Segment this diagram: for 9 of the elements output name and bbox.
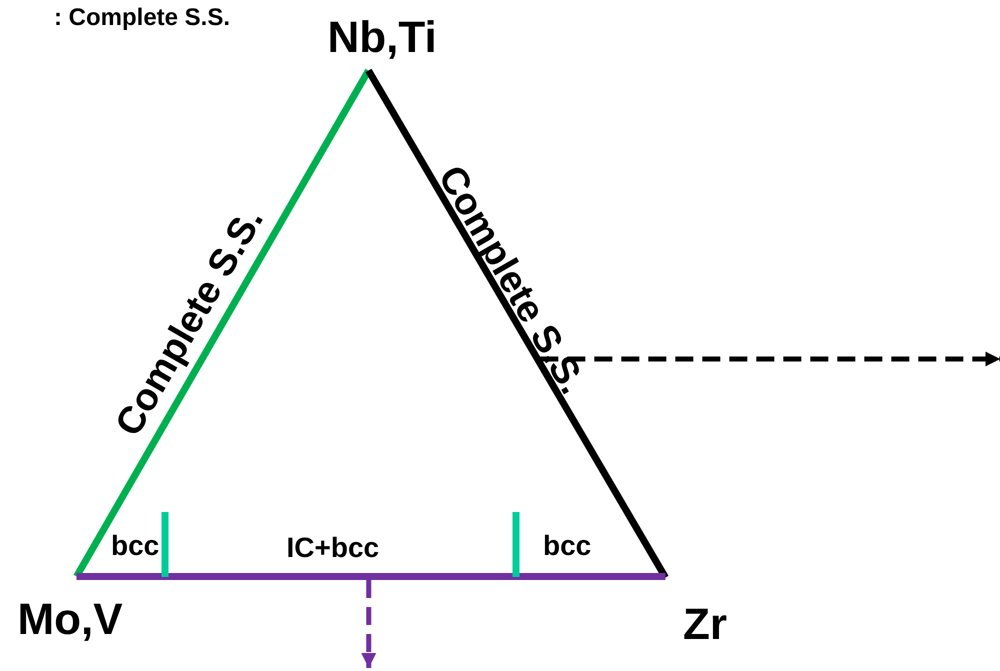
vertex-label: Zr bbox=[683, 603, 727, 647]
phase-label: bcc bbox=[543, 532, 592, 560]
phase-label: bcc bbox=[111, 532, 160, 560]
vertex-label: Mo,V bbox=[18, 598, 123, 642]
vertex-label: Nb,Ti bbox=[328, 16, 437, 60]
legend-text: : Complete S.S. bbox=[54, 6, 230, 30]
phase-label: IC+bcc bbox=[286, 534, 380, 562]
dashed-arrow bbox=[540, 352, 1000, 366]
dashed-arrow bbox=[361, 580, 376, 668]
